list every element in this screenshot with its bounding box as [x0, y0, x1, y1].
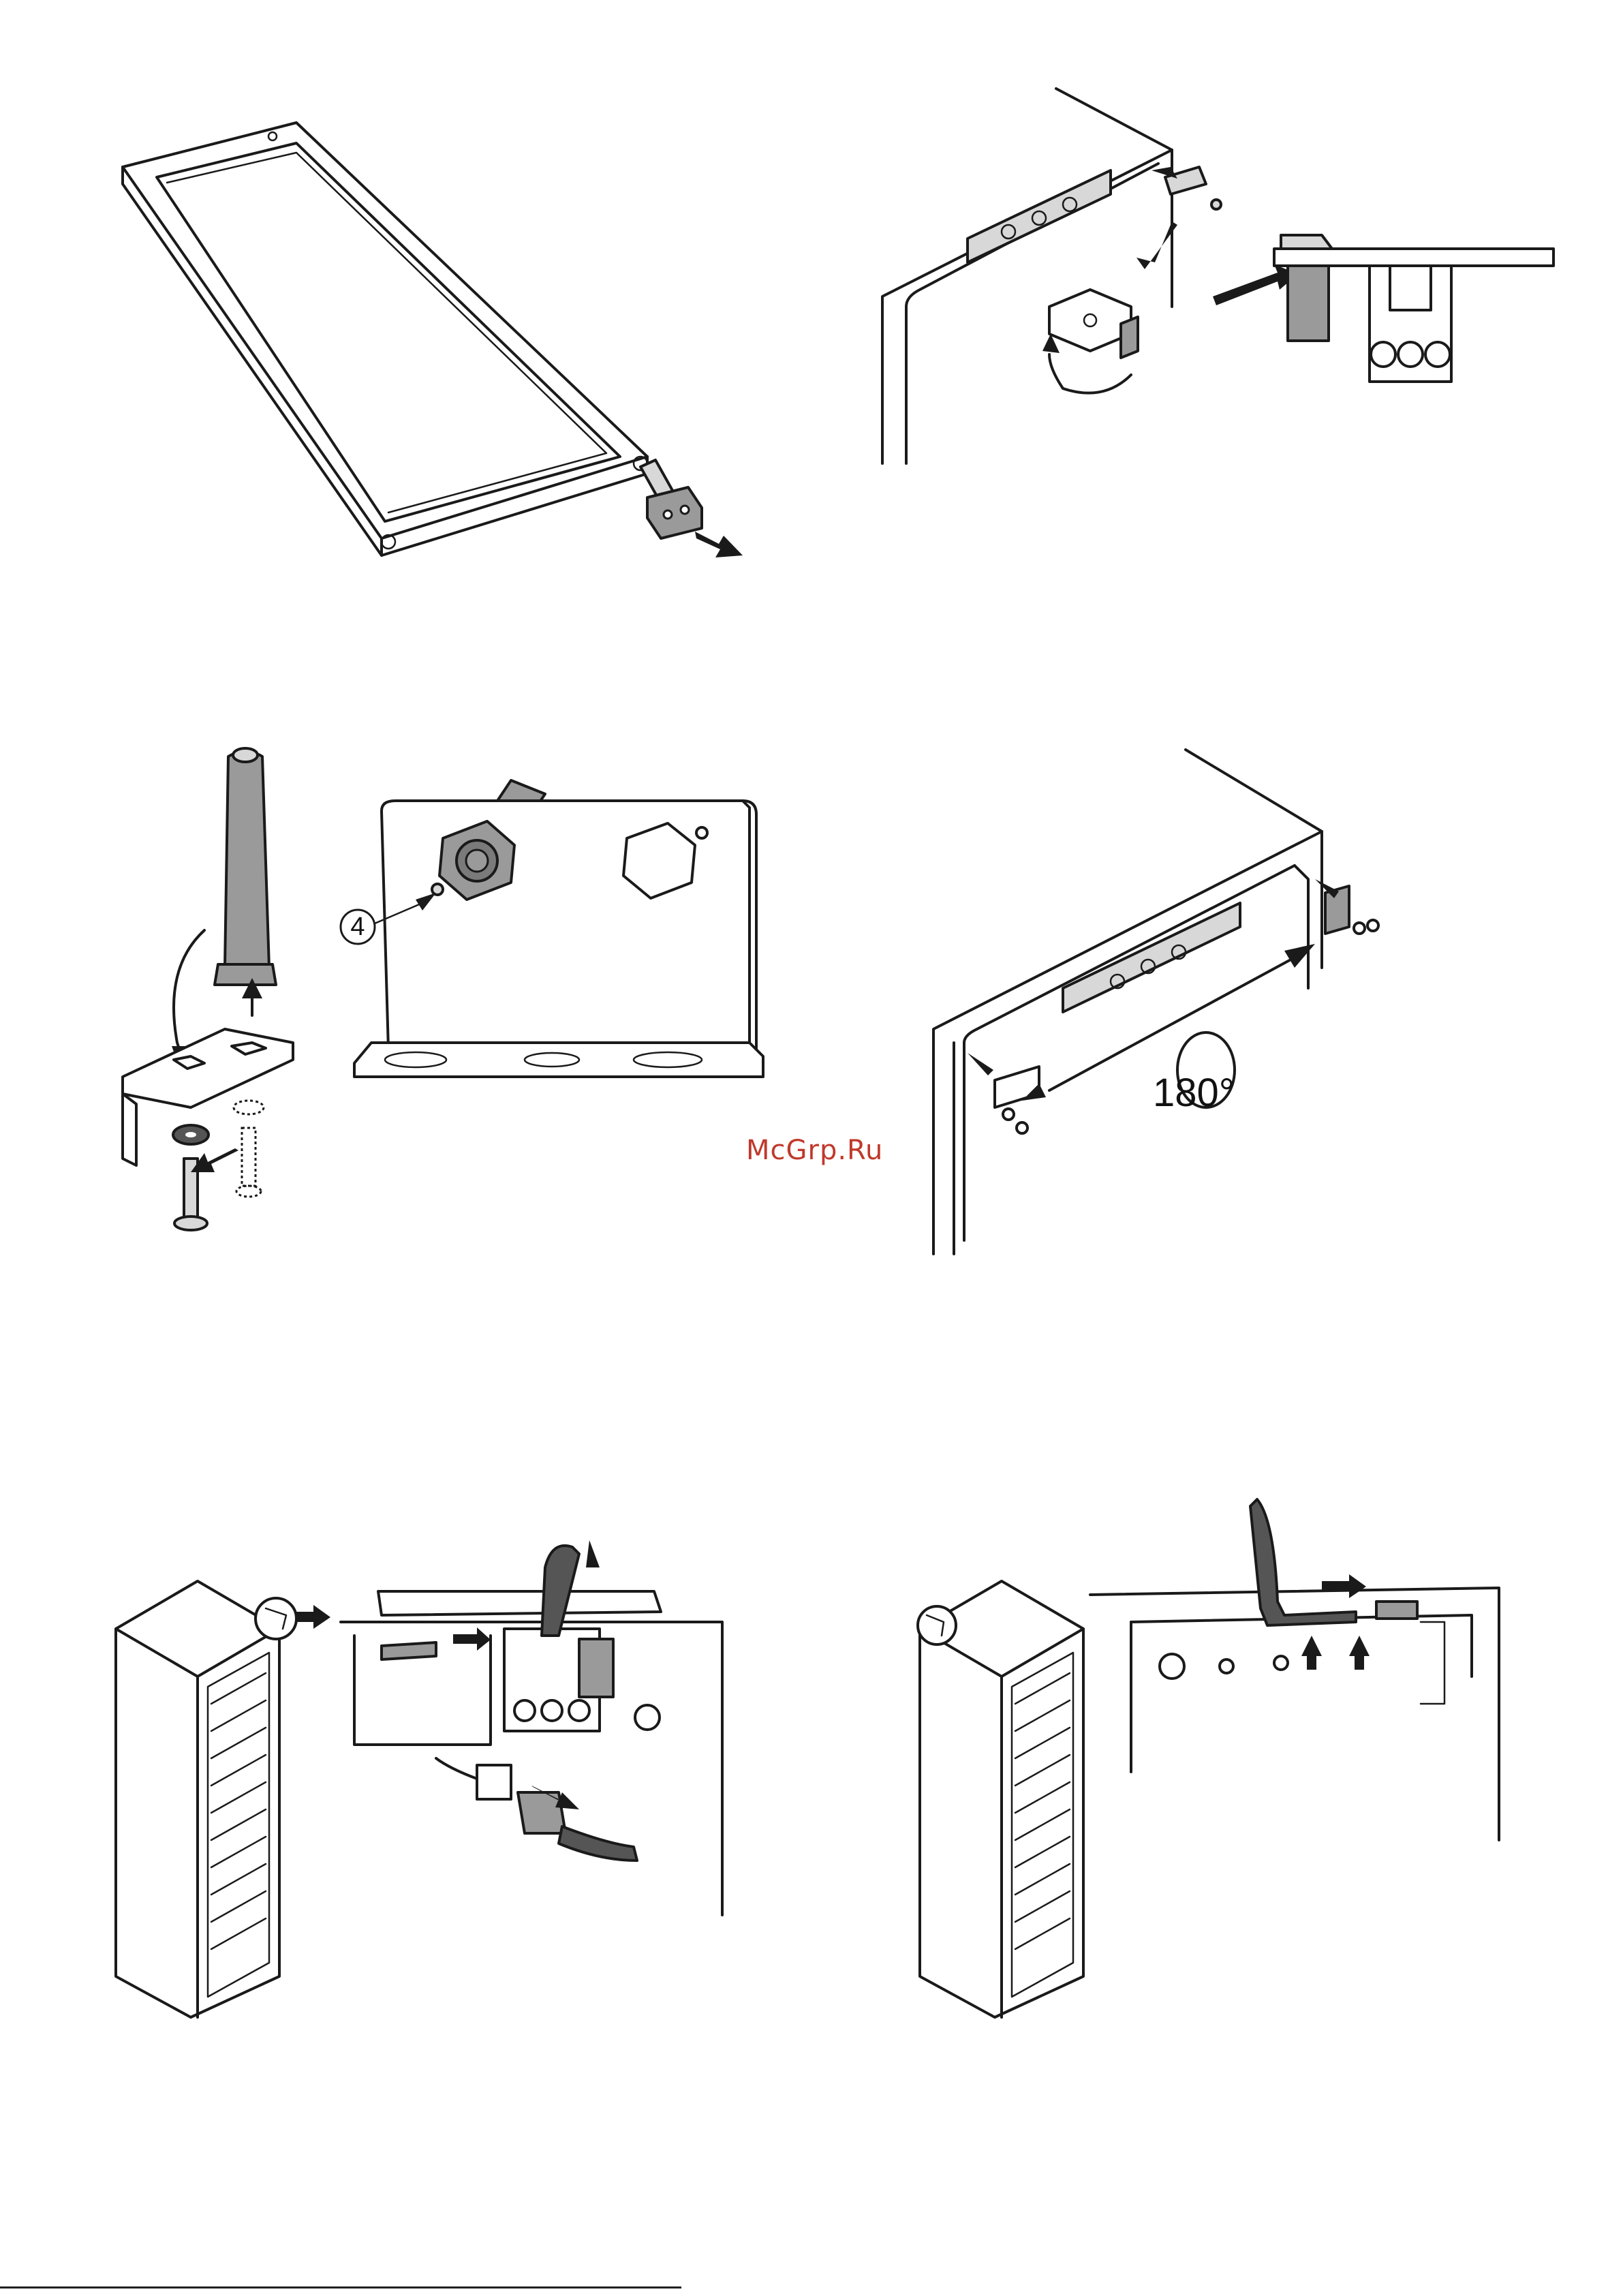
hinge-plate-drawing — [341, 770, 763, 1124]
fig-hinge-pin-swap — [109, 736, 341, 1240]
callout-number: 4 — [341, 910, 375, 944]
rotation-angle-label: 180° — [1153, 1070, 1235, 1116]
watermark-text: McGrp.Ru — [746, 1135, 883, 1166]
footer-rule-left — [0, 2286, 681, 2289]
hinge-pin-drawing — [109, 736, 341, 1240]
fig-top-hinge-bracket-removal — [845, 82, 1567, 463]
fig-hinge-relocation-rotate: 180° — [913, 750, 1431, 1254]
top-hinge-drawing — [845, 82, 1567, 463]
fig-cable-disconnect — [109, 1540, 736, 1976]
door-frame-drawing — [102, 102, 749, 579]
fig-door-frame-hinge-removal — [102, 102, 749, 579]
cable-disconnect-drawing — [109, 1540, 736, 1976]
hinge-relocate-drawing — [913, 750, 1431, 1254]
cable-reconnect-drawing — [913, 1499, 1513, 1976]
fig-hinge-plate-detail: 4 — [341, 770, 763, 1124]
fig-cable-reconnect — [913, 1499, 1513, 1976]
